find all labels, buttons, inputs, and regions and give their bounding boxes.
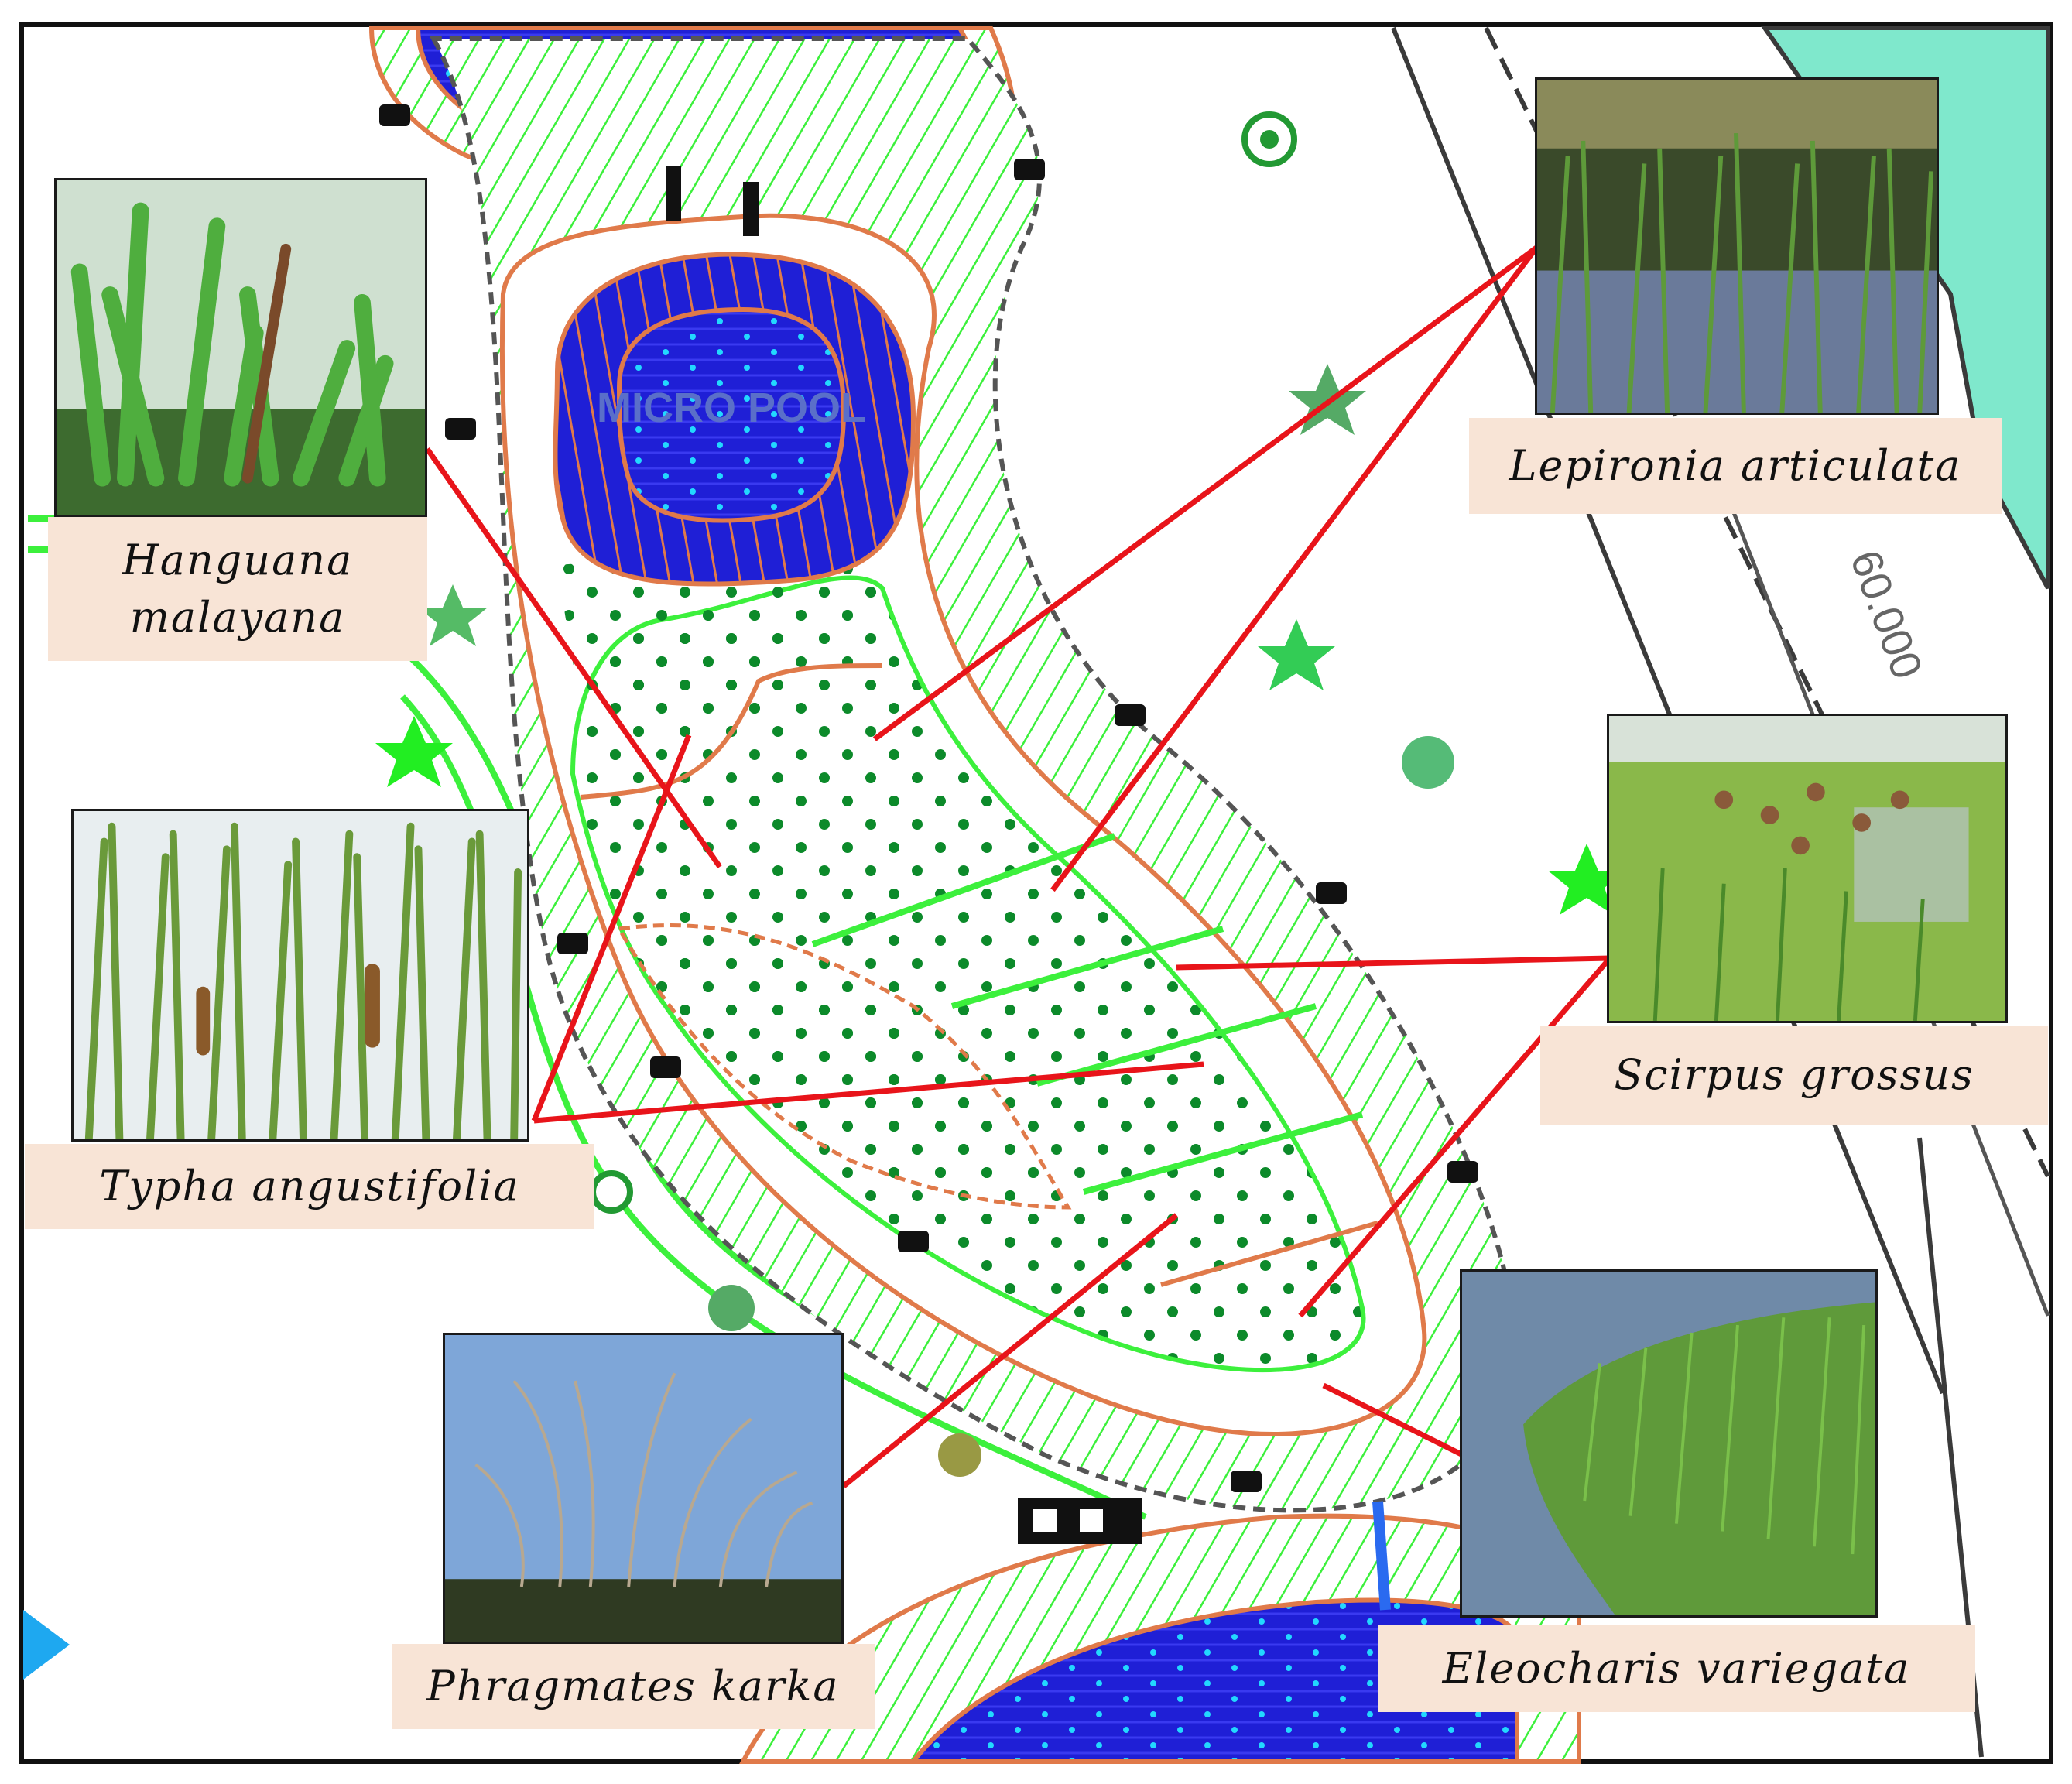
- tree-symbols: [375, 111, 1625, 1477]
- phragmites-photo: [443, 1333, 844, 1644]
- micro-pool-label: MICRO POOL: [597, 385, 866, 431]
- phragmites-label: Phragmates karka: [426, 1662, 840, 1710]
- typha-caption: Typha angustifolia: [25, 1144, 594, 1229]
- scirpus-photo: [1607, 714, 2008, 1023]
- scirpus-caption: Scirpus grossus: [1540, 1026, 2048, 1125]
- scirpus-label: Scirpus grossus: [1614, 1050, 1974, 1099]
- eleocharis-photo: [1460, 1269, 1878, 1618]
- eleocharis-label: Eleocharis variegata: [1442, 1644, 1911, 1693]
- survey-markers: [379, 104, 1478, 1544]
- hanguana-label-line1: Hanguana: [122, 536, 354, 584]
- eleocharis-caption: Eleocharis variegata: [1378, 1625, 1975, 1712]
- hanguana-photo: [54, 178, 427, 517]
- north-marker: [23, 1610, 70, 1680]
- hanguana-caption: Hanguana malayana: [48, 517, 427, 661]
- phragmites-caption: Phragmates karka: [392, 1644, 875, 1729]
- typha-photo: [71, 809, 529, 1142]
- lepironia-label: Lepironia articulata: [1509, 441, 1962, 490]
- typha-label: Typha angustifolia: [99, 1162, 520, 1210]
- hanguana-label-line2: malayana: [129, 593, 346, 642]
- lepironia-photo: [1535, 77, 1939, 415]
- leader-lines: [425, 245, 1612, 1488]
- micro-pool: [553, 252, 916, 587]
- lepironia-caption: Lepironia articulata: [1469, 418, 2002, 514]
